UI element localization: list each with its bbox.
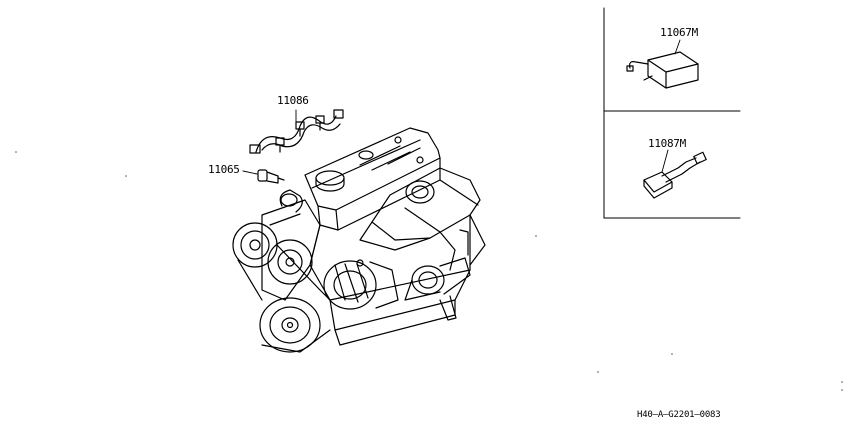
- diagram-code: H40—A—G2201—0083: [637, 410, 721, 420]
- inset-panel: [603, 7, 741, 219]
- leader-line-switch-unit: [661, 149, 669, 173]
- label-switch-unit: 11087M: [648, 137, 686, 150]
- wire-harness-drawing: [249, 109, 344, 154]
- label-sensor: 11065: [208, 163, 240, 176]
- engine-block-drawing: [232, 127, 486, 353]
- control-unit-drawing: [626, 51, 699, 89]
- label-wire-harness: 11086: [277, 94, 309, 107]
- label-control-unit: 11067M: [660, 26, 698, 39]
- scan-specks: [15, 151, 843, 391]
- switch-unit-drawing: [643, 151, 707, 199]
- leader-line-sensor: [242, 170, 258, 175]
- sensor-drawing: [257, 169, 285, 184]
- leader-line-control-unit: [674, 39, 681, 55]
